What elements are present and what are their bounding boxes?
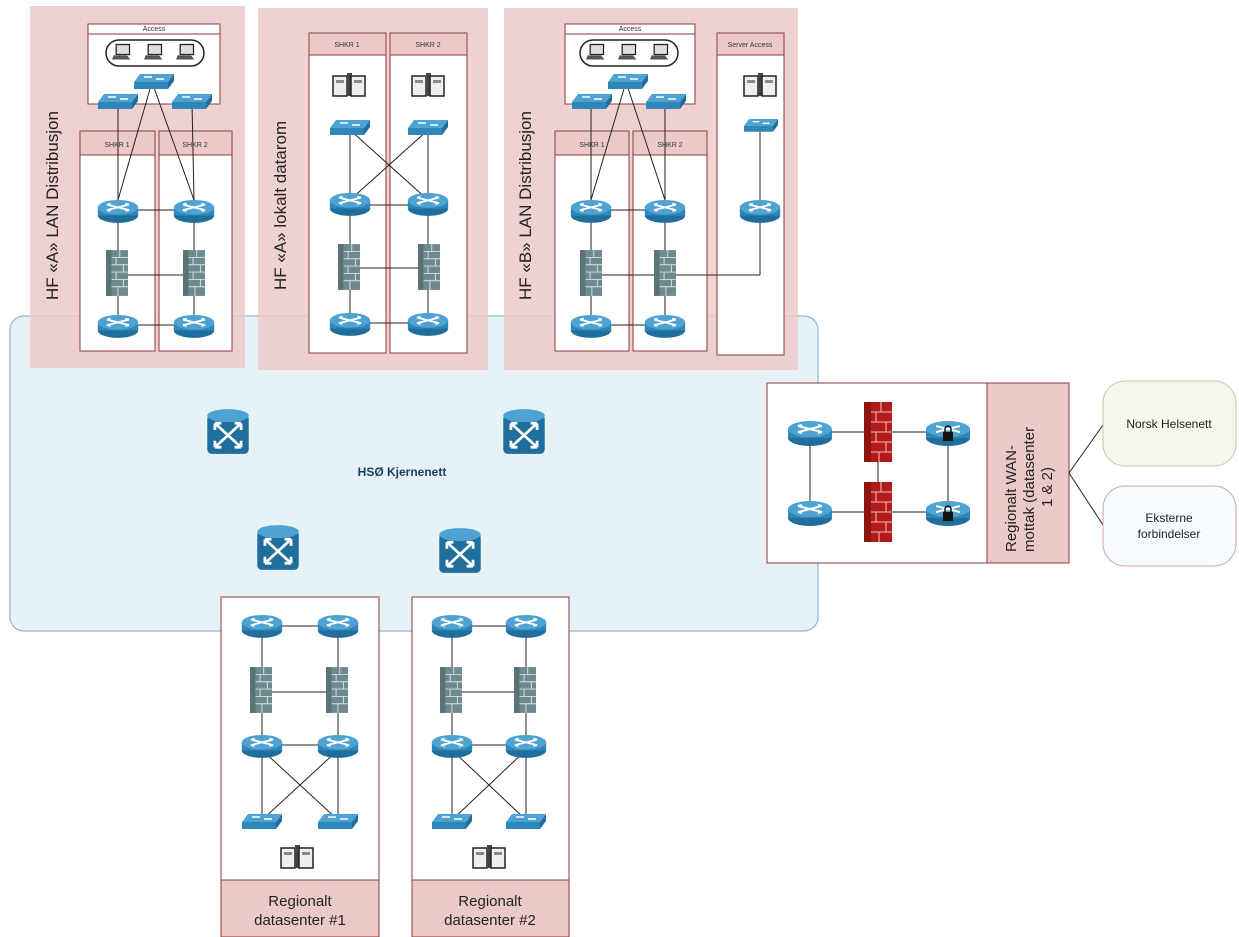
datacenter-2-line2: datasenter #2 [444, 912, 536, 929]
switch-icon [318, 813, 358, 830]
switch-icon [608, 73, 648, 90]
hf-b-access-label: Access [619, 26, 642, 33]
core-network-title: HSØ Kjernenett [358, 465, 447, 479]
server-access-label: Server Access [728, 42, 773, 49]
wan-title-line3: 1 & 2) [1039, 467, 1056, 507]
router-icon [430, 614, 474, 639]
vpn-router-icon [925, 420, 971, 447]
router-icon [430, 734, 474, 759]
firewall-icon [514, 667, 536, 713]
wan-title-line1: Regionalt WAN- [1003, 445, 1020, 552]
switch-icon [432, 813, 472, 830]
firewall-icon [654, 250, 676, 296]
router-icon [406, 192, 450, 217]
datacenter-2-panel: Regionalt datasenter #2 [411, 596, 570, 937]
router-icon [96, 314, 140, 339]
firewall-icon [864, 402, 892, 462]
switch-icon [242, 813, 282, 830]
datacenter-1-line1: Regionalt [268, 893, 332, 910]
vpn-router-icon [925, 500, 971, 527]
norsk-helsenett-label: Norsk Helsenett [1126, 417, 1212, 431]
firewall-icon [864, 482, 892, 542]
datacenter-1-panel: Regionalt datasenter #1 [220, 596, 380, 937]
hf-a-room-title: HF «A» lokalt datarom [271, 121, 290, 290]
hf-a-lan-panel: Access SHKR 1 SHKR 2 HF «A» LA [30, 6, 245, 368]
router-icon [240, 734, 284, 759]
router-icon [787, 500, 833, 527]
switch-icon [506, 813, 546, 830]
svg-text:Regionalt WAN- mottak (d: Regionalt WAN- mottak (datasenter 1 & 2) [1003, 423, 1056, 552]
hf-a-shkr2-label: SHKR 2 [182, 142, 207, 149]
firewall-icon [326, 667, 348, 713]
router-icon [569, 314, 613, 339]
router-icon [240, 614, 284, 639]
hf-a-shkr1-label: SHKR 1 [104, 142, 129, 149]
core-switch-icon [438, 527, 482, 575]
firewall-icon [418, 244, 440, 290]
router-icon [328, 192, 372, 217]
firewall-icon [183, 250, 205, 296]
router-icon [316, 614, 360, 639]
router-icon [569, 199, 613, 224]
router-icon [172, 199, 216, 224]
eksterne-label-line2: forbindelser [1138, 527, 1201, 541]
firewall-icon [250, 667, 272, 713]
hf-b-lan-title: HF «B» LAN Distribusjon [516, 111, 535, 300]
core-switch-icon [502, 408, 546, 456]
hf-a-room-shkr2-label: SHKR 2 [415, 42, 440, 49]
core-switch-icon [256, 524, 300, 572]
server-icon [280, 844, 314, 869]
router-icon [643, 199, 687, 224]
router-icon [96, 199, 140, 224]
router-icon [172, 314, 216, 339]
router-icon [504, 734, 548, 759]
core-switch-icon [206, 408, 250, 456]
server-icon [472, 844, 506, 869]
datacenter-2-line1: Regionalt [458, 893, 522, 910]
hf-b-shkr2-label: SHKR 2 [657, 142, 682, 149]
switch-icon [172, 93, 212, 110]
wan-title-line2: mottak (datasenter [1021, 427, 1038, 552]
firewall-icon [106, 250, 128, 296]
firewall-icon [580, 250, 602, 296]
switch-icon [330, 119, 370, 136]
router-icon [406, 312, 450, 337]
switch-icon [744, 118, 778, 133]
router-icon [643, 314, 687, 339]
hf-a-room-panel: SHKR 1 SHKR 2 HF «A» lokalt datarom [258, 8, 488, 370]
router-icon [787, 420, 833, 447]
firewall-icon [338, 244, 360, 290]
norsk-helsenett-node [1102, 380, 1237, 467]
server-icon [332, 72, 366, 97]
server-icon [411, 72, 445, 97]
switch-icon [646, 93, 686, 110]
hf-a-lan-title: HF «A» LAN Distribusjon [43, 111, 62, 300]
hf-b-lan-panel: Access SHKR 1 SHKR 2 Server Access [504, 8, 798, 370]
firewall-icon [440, 667, 462, 713]
hf-a-room-shkr1-label: SHKR 1 [334, 42, 359, 49]
router-icon [738, 199, 782, 224]
switch-icon [134, 73, 174, 90]
hf-a-access-label: Access [143, 26, 166, 33]
router-icon [316, 734, 360, 759]
switch-icon [408, 119, 448, 136]
wan-panel: Regionalt WAN- mottak (datasenter 1 & 2) [766, 382, 1070, 564]
eksterne-forbindelser-node [1102, 485, 1237, 567]
datacenter-1-line2: datasenter #1 [254, 912, 346, 929]
switch-icon [98, 93, 138, 110]
server-icon [743, 72, 777, 97]
hf-b-shkr1-label: SHKR 1 [579, 142, 604, 149]
eksterne-label-line1: Eksterne [1145, 511, 1193, 525]
switch-icon [572, 93, 612, 110]
router-icon [328, 312, 372, 337]
router-icon [504, 614, 548, 639]
